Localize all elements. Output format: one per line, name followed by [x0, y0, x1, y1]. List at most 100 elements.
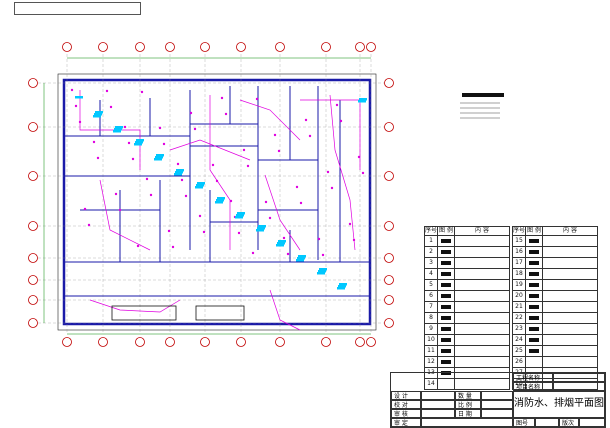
sprinkler-head — [149, 193, 153, 197]
scale-label: 比 例 — [455, 400, 481, 409]
equipment-tag — [237, 212, 245, 215]
sprinkler-head — [158, 126, 162, 130]
sprinkler-head — [140, 90, 144, 94]
grid-bubble-top — [236, 42, 246, 52]
equipment-tag — [217, 197, 225, 200]
legend-header: 序号 — [424, 226, 438, 236]
legend-number: 2 — [424, 246, 438, 258]
sprinkler-head — [251, 251, 255, 255]
drawing-title: 消防水、排烟平面图 — [513, 391, 605, 418]
legend-symbol-icon — [525, 290, 543, 302]
legend-number: 4 — [424, 268, 438, 280]
grid-bubble-right — [384, 318, 394, 328]
legend-number: 19 — [512, 279, 526, 291]
sprinkler-head — [184, 194, 188, 198]
legend-damper-icon — [529, 282, 539, 287]
legend-row: 13 — [424, 367, 510, 379]
grid-bubble-right — [384, 171, 394, 181]
grid-bubble-top — [321, 42, 331, 52]
sprinkler-head — [264, 200, 268, 204]
sprinkler-head — [220, 96, 224, 100]
grid-bubble-bottom — [200, 337, 210, 347]
legend-manual-alarm-icon — [441, 348, 451, 353]
equipment-tag — [256, 229, 264, 232]
equipment-tag — [257, 227, 265, 230]
legend-description — [454, 290, 510, 302]
equipment-tag — [154, 158, 162, 161]
legend-pipe-line-icon — [441, 359, 451, 364]
legend-number: 16 — [512, 246, 526, 258]
equipment-tag — [75, 96, 83, 99]
legend-fan-icon — [529, 293, 539, 298]
sprinkler-head — [105, 89, 109, 93]
legend-duct-icon — [529, 326, 539, 331]
sprinkler-head — [339, 119, 343, 123]
legend-damper-icon — [529, 271, 539, 276]
legend-pipe-icon — [529, 315, 539, 320]
grid-bubble-left — [28, 253, 38, 263]
equipment-tag — [93, 115, 101, 118]
legend-description — [454, 334, 510, 346]
grid-bubble-left — [28, 318, 38, 328]
legend-symbol-icon — [525, 334, 543, 346]
fire-water-pipe — [329, 94, 356, 251]
legend-header: 内 容 — [454, 226, 510, 236]
version-label: 版次 — [559, 418, 579, 427]
legend-number: 23 — [512, 323, 526, 335]
legend-smoke-vent-icon — [441, 337, 451, 342]
grid-bubble-bottom — [62, 337, 72, 347]
legend-description — [454, 356, 510, 368]
sprinkler-head — [321, 253, 325, 257]
legend-row: 19 — [512, 279, 598, 291]
legend-number: 24 — [512, 334, 526, 346]
equipment-tag — [339, 283, 347, 286]
grid-bubble-top — [98, 42, 108, 52]
grid-bubble-top — [165, 42, 175, 52]
drawing-no-label: 图号 — [513, 418, 535, 427]
legend-row: 12 — [424, 356, 510, 368]
building-outline — [57, 73, 377, 331]
grid-bubble-left — [28, 275, 38, 285]
sprinkler-head — [242, 148, 246, 152]
legend-alarm-valve-icon — [441, 271, 451, 276]
legend-fire-damper-icon — [441, 326, 451, 331]
sprinkler-head — [162, 142, 166, 146]
sprinkler-head — [308, 134, 312, 138]
project-name-label: 工程名称 — [513, 373, 553, 382]
legend-description — [542, 356, 598, 368]
project-name-value — [553, 373, 605, 382]
legend-symbol-icon — [437, 257, 455, 269]
legend-description — [542, 290, 598, 302]
room-label-box — [195, 305, 245, 321]
company-name — [14, 2, 141, 15]
approve-value — [421, 418, 513, 427]
sprinkler-head — [215, 179, 219, 183]
sprinkler-head — [78, 120, 82, 124]
legend-description — [542, 268, 598, 280]
equipment-tag — [155, 156, 163, 159]
sprinkler-head — [202, 230, 206, 234]
fire-water-pipe — [99, 179, 151, 251]
grid-bubble-bottom — [135, 337, 145, 347]
legend-symbol-icon — [437, 334, 455, 346]
sprinkler-head — [326, 170, 330, 174]
fire-water-pipe — [169, 139, 251, 161]
equipment-tag — [276, 244, 284, 247]
equipment-tag — [115, 126, 123, 129]
grid-bubble-top — [62, 42, 72, 52]
sprinkler-head — [295, 185, 299, 189]
equipment-tag — [317, 272, 325, 275]
legend-symbol-icon — [525, 268, 543, 280]
room-label-box — [111, 305, 177, 321]
legend-vent-icon — [529, 238, 539, 243]
legend-row: 16 — [512, 246, 598, 258]
legend-header: 图 例 — [437, 226, 455, 236]
legend-row: 14 — [424, 378, 510, 390]
legend-row: 5 — [424, 279, 510, 291]
approve-label: 审 定 — [391, 418, 421, 427]
legend-description — [542, 312, 598, 324]
legend-symbol-icon — [437, 312, 455, 324]
legend-symbol-icon — [525, 301, 543, 313]
legend-number: 26 — [512, 356, 526, 368]
